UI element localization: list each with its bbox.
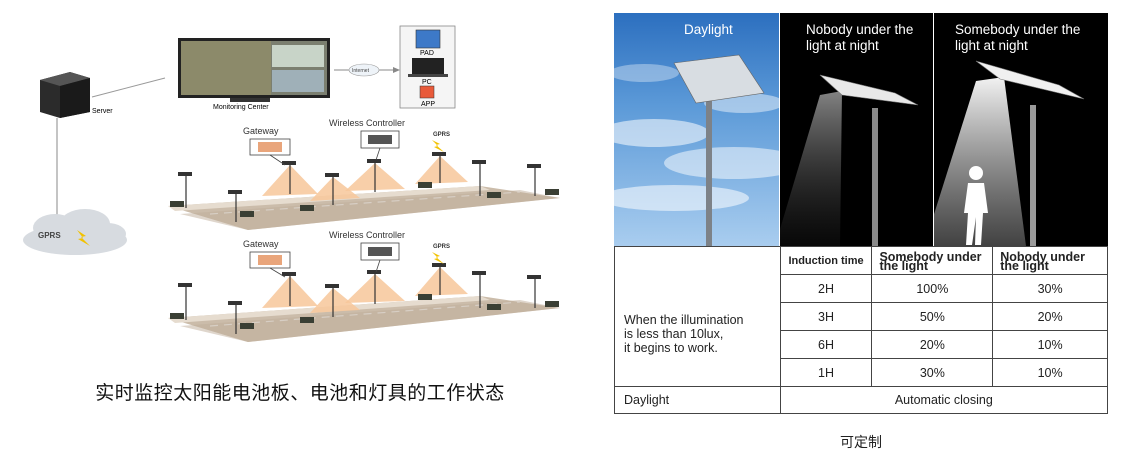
monitoring-caption: 实时监控太阳能电池板、电池和灯具的工作状态 <box>95 382 505 404</box>
gprs-cloud-icon <box>23 209 127 255</box>
monitoring-system-diagram: Server GPRS Monitoring Center Internet P… <box>23 25 560 342</box>
controller-icon <box>368 247 392 256</box>
photo-somebody-night: Somebody under the light at night <box>934 13 1108 246</box>
light-beam <box>780 91 842 246</box>
header-nobody: Nobody under the light <box>992 246 1108 275</box>
pc-label: PC <box>422 79 432 86</box>
street-light-poles <box>185 156 536 222</box>
controller-icon <box>368 135 392 144</box>
photo-title-daylight: Daylight <box>684 22 733 37</box>
photo-nobody-night: Nobody under the light at night <box>780 13 933 246</box>
light-beam <box>310 177 360 201</box>
road-section-2 <box>168 242 560 342</box>
pad-label: PAD <box>420 50 434 57</box>
monitoring-label: Monitoring Center <box>213 104 269 111</box>
somebody-cell: 30% <box>871 358 994 387</box>
light-beam <box>934 77 1026 246</box>
light-beam <box>310 288 360 313</box>
photo-title-somebody: Somebody under the light at night <box>955 22 1081 53</box>
gprs-cloud-label: GPRS <box>38 231 61 240</box>
time-cell: 1H <box>779 358 873 387</box>
table-row: 2H 100% 30% <box>615 274 1108 303</box>
gateway-label: Gateway <box>243 126 279 136</box>
solar-panels <box>178 263 541 305</box>
induction-table: When the illumination is less than 10lux… <box>614 246 1109 414</box>
somebody-cell: 20% <box>871 330 994 359</box>
table-header-row: When the illumination is less than 10lux… <box>614 246 1108 387</box>
header-induction-time: Induction time <box>779 246 873 275</box>
daylight-row: Daylight Automatic closing <box>614 386 1109 414</box>
internet-arrow-icon <box>334 63 400 77</box>
gprs-bolt-icon <box>432 252 444 264</box>
gprs-small-label: GPRS <box>433 244 450 250</box>
wireless-controller-label: Wireless Controller <box>329 118 405 128</box>
nobody-cell: 10% <box>992 358 1108 387</box>
gateway-label: Gateway <box>243 239 279 249</box>
somebody-cell: 50% <box>871 302 994 331</box>
road-section-1 <box>168 130 560 230</box>
tablet-icon <box>415 29 441 49</box>
gprs-small-label: GPRS <box>433 132 450 138</box>
nobody-cell: 30% <box>992 274 1108 303</box>
phone-icon <box>419 85 435 99</box>
daylight-label: Daylight <box>614 386 781 414</box>
night-scene-dim <box>780 74 919 246</box>
lighting-mode-panel: Daylight Nobody under the light at night <box>614 13 1109 414</box>
gateway-icon <box>258 142 282 152</box>
monitor-icon <box>178 38 330 102</box>
solar-lamp-icon <box>673 54 765 104</box>
gateway-icon <box>258 255 282 265</box>
table-row: 1H 30% 10% <box>615 358 1108 387</box>
time-cell: 2H <box>779 274 873 303</box>
night-scene-bright <box>934 60 1085 246</box>
nobody-cell: 20% <box>992 302 1108 331</box>
internet-label: Internet <box>352 68 370 74</box>
table-row: 3H 50% 20% <box>615 302 1108 331</box>
photo-title-nobody: Nobody under the light at night <box>806 22 914 53</box>
nobody-cell: 10% <box>992 330 1108 359</box>
server-link <box>91 77 166 98</box>
battery-boxes <box>170 294 559 329</box>
daylight-value: Automatic closing <box>779 386 1109 414</box>
light-beam <box>415 156 468 184</box>
solar-lamp-icon <box>975 60 1085 100</box>
light-beam <box>415 267 468 296</box>
time-cell: 6H <box>779 330 873 359</box>
header-somebody: Somebody under the light <box>871 246 994 275</box>
somebody-cell: 100% <box>871 274 994 303</box>
pc-icon <box>408 58 448 77</box>
person-icon <box>964 166 988 245</box>
street-light-poles <box>185 267 536 334</box>
customizable-caption: 可定制 <box>840 435 882 451</box>
time-cell: 3H <box>779 302 873 331</box>
server-label: Server <box>92 108 113 115</box>
battery-boxes <box>170 182 559 217</box>
app-label: APP <box>421 101 435 108</box>
photo-daylight: Daylight <box>614 13 779 246</box>
daylight-scene <box>614 54 779 246</box>
condition-cell: When the illumination is less than 10lux… <box>614 246 781 387</box>
server-icon <box>40 72 90 118</box>
gprs-bolt-icon <box>432 140 444 152</box>
wireless-controller-label: Wireless Controller <box>329 230 405 240</box>
solar-lamp-icon <box>819 74 919 106</box>
solar-panels <box>178 152 541 194</box>
